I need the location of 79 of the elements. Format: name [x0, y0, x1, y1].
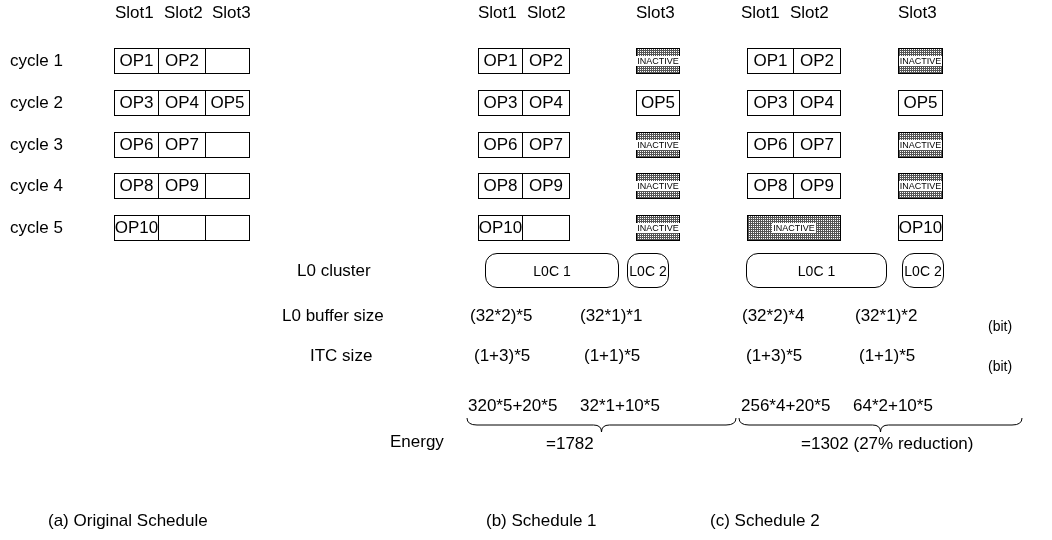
- inactive-slot-cell: INACTIVE: [898, 173, 943, 199]
- formula-text: (32*2)*4: [742, 306, 805, 326]
- operation-cell: OP5: [898, 90, 943, 116]
- slot-header: Slot3: [898, 3, 937, 23]
- unit-label: (bit): [988, 317, 1013, 336]
- operation-cell: OP6: [478, 132, 523, 158]
- operation-cell: OP10: [114, 215, 159, 241]
- operation-cell: OP4: [522, 90, 570, 116]
- slot-header: Slot1: [741, 3, 780, 23]
- caption: (b) Schedule 1: [486, 511, 597, 531]
- inactive-slot-cell: INACTIVE: [636, 215, 680, 241]
- formula-text: 32*1+10*5: [580, 396, 660, 416]
- slot-header: Slot2: [790, 3, 829, 23]
- formula-text: (32*1)*2: [855, 306, 918, 326]
- cycle-label: cycle 2: [10, 93, 63, 113]
- formula-text: 256*4+20*5: [741, 396, 831, 416]
- operation-cell: OP6: [114, 132, 159, 158]
- formula-text: (1+1)*5: [859, 346, 916, 366]
- cluster-pill: L0C 1: [746, 253, 887, 288]
- operation-cell: OP9: [793, 173, 841, 199]
- slot-header: Slot1: [478, 3, 517, 23]
- operation-cell: OP3: [478, 90, 523, 116]
- formula-text: (32*2)*5: [470, 306, 533, 326]
- formula-text: (1+3)*5: [746, 346, 803, 366]
- result-text: =1302 (27% reduction): [801, 434, 974, 454]
- row-label: L0 buffer size: [282, 306, 384, 326]
- operation-cell: OP7: [793, 132, 841, 158]
- cycle-label: cycle 3: [10, 135, 63, 155]
- operation-cell: OP7: [522, 132, 570, 158]
- formula-text: 64*2+10*5: [853, 396, 933, 416]
- slot-header: Slot3: [636, 3, 675, 23]
- operation-cell: OP2: [793, 48, 841, 74]
- inactive-slot-cell: INACTIVE: [747, 215, 841, 241]
- operation-cell: OP10: [898, 215, 943, 241]
- formula-text: (1+3)*5: [474, 346, 531, 366]
- slot-header: Slot2: [527, 3, 566, 23]
- slot-header: Slot3: [212, 3, 251, 23]
- cluster-pill: L0C 1: [485, 253, 619, 288]
- cluster-pill: L0C 2: [902, 253, 944, 288]
- inactive-slot-cell: INACTIVE: [898, 48, 943, 74]
- formula-text: (1+1)*5: [584, 346, 641, 366]
- operation-cell: OP8: [114, 173, 159, 199]
- cycle-label: cycle 4: [10, 176, 63, 196]
- operation-cell: OP5: [636, 90, 680, 116]
- operation-cell: OP3: [114, 90, 159, 116]
- caption: (a) Original Schedule: [48, 511, 208, 531]
- result-text: =1782: [546, 434, 594, 454]
- formula-text: (32*1)*1: [580, 306, 643, 326]
- inactive-slot-cell: INACTIVE: [636, 48, 680, 74]
- operation-cell: OP4: [793, 90, 841, 116]
- row-label: ITC size: [310, 346, 373, 366]
- operation-cell: OP2: [522, 48, 570, 74]
- operation-cell: OP5: [205, 90, 250, 116]
- cluster-pill: L0C 2: [627, 253, 669, 288]
- operation-cell: OP4: [158, 90, 206, 116]
- operation-cell: OP8: [478, 173, 523, 199]
- operation-cell: OP1: [747, 48, 794, 74]
- operation-cell: OP6: [747, 132, 794, 158]
- operation-cell: OP7: [158, 132, 206, 158]
- formula-text: 320*5+20*5: [468, 396, 558, 416]
- cycle-label: cycle 1: [10, 51, 63, 71]
- operation-cell: OP8: [747, 173, 794, 199]
- inactive-slot-cell: INACTIVE: [898, 132, 943, 158]
- unit-label: (bit): [988, 357, 1013, 376]
- slot-header: Slot2: [164, 3, 203, 23]
- operation-cell: OP9: [158, 173, 206, 199]
- inactive-slot-cell: INACTIVE: [636, 132, 680, 158]
- caption: (c) Schedule 2: [710, 511, 820, 531]
- operation-cell: OP9: [522, 173, 570, 199]
- cycle-label: cycle 5: [10, 218, 63, 238]
- row-label: L0 cluster: [297, 261, 371, 281]
- operation-cell: OP1: [478, 48, 523, 74]
- operation-cell: OP10: [478, 215, 523, 241]
- inactive-slot-cell: INACTIVE: [636, 173, 680, 199]
- operation-cell: OP3: [747, 90, 794, 116]
- operation-cell: OP1: [114, 48, 159, 74]
- operation-cell: OP2: [158, 48, 206, 74]
- slot-header: Slot1: [115, 3, 154, 23]
- row-label: Energy: [390, 432, 444, 452]
